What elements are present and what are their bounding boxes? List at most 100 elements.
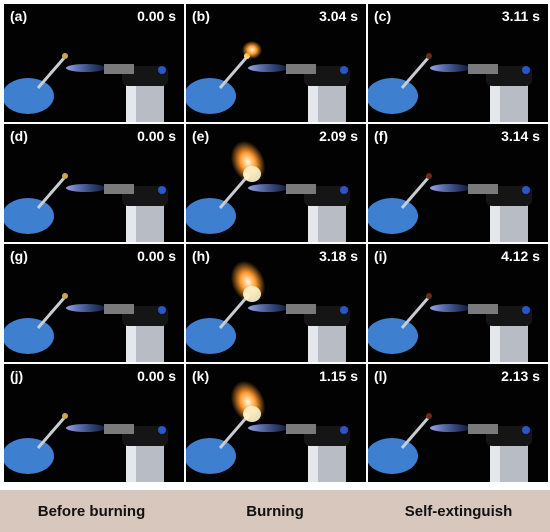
- sample: [62, 413, 68, 419]
- sample: [62, 293, 68, 299]
- torch-nozzle: [286, 64, 316, 74]
- panel-label: (d): [10, 128, 28, 144]
- scene-photo: [186, 41, 350, 122]
- panel-time: 2.13 s: [501, 368, 540, 384]
- torch-nozzle: [104, 64, 134, 74]
- blue-glove: [4, 198, 54, 234]
- scene-photo: [368, 173, 532, 242]
- torch-flame: [66, 184, 106, 192]
- scene-photo: [368, 293, 532, 362]
- torch-nozzle: [468, 64, 498, 74]
- tweezers: [400, 177, 430, 209]
- scene-photo: [4, 293, 168, 362]
- torch-flame: [248, 424, 288, 432]
- panel-g: (g) 0.00 s: [4, 244, 184, 362]
- scene-photo: [368, 53, 532, 122]
- panel-time: 0.00 s: [137, 128, 176, 144]
- footer-self-extinguish: Self-extinguish: [367, 490, 550, 532]
- panel-label: (i): [374, 248, 388, 264]
- panel-time: 3.18 s: [319, 248, 358, 264]
- tweezers: [218, 57, 248, 89]
- torch-flame: [430, 184, 470, 192]
- sample: [426, 173, 432, 179]
- torch-flame: [66, 424, 106, 432]
- torch-nozzle: [468, 424, 498, 434]
- panel-h: (h) 3.18 s: [186, 244, 366, 362]
- tweezers: [36, 417, 66, 449]
- blue-glove: [368, 198, 418, 234]
- torch-nozzle: [104, 304, 134, 314]
- panel-label: (b): [192, 8, 210, 24]
- blue-glove: [186, 438, 236, 474]
- panel-k: (k) 1.15 s: [186, 364, 366, 482]
- torch-nozzle: [104, 424, 134, 434]
- panel-i: (i) 4.12 s: [368, 244, 548, 362]
- panel-label: (c): [374, 8, 392, 24]
- panel-time: 0.00 s: [137, 368, 176, 384]
- panel-time: 4.12 s: [501, 248, 540, 264]
- panel-label: (l): [374, 368, 388, 384]
- panel-time: 1.15 s: [319, 368, 358, 384]
- panel-time: 0.00 s: [137, 248, 176, 264]
- scene-photo: [368, 413, 532, 482]
- panel-label: (k): [192, 368, 210, 384]
- panel-time: 3.04 s: [319, 8, 358, 24]
- blue-glove: [4, 78, 54, 114]
- tweezers: [400, 57, 430, 89]
- blue-glove: [368, 318, 418, 354]
- blue-glove: [4, 438, 54, 474]
- tweezers: [36, 297, 66, 329]
- scene-photo: [4, 173, 168, 242]
- panel-label: (j): [10, 368, 24, 384]
- panel-label: (g): [10, 248, 28, 264]
- sample: [426, 53, 432, 59]
- torch-flame: [248, 184, 288, 192]
- panel-d: (d) 0.00 s: [4, 124, 184, 242]
- tweezers: [400, 297, 430, 329]
- panel-l: (l) 2.13 s: [368, 364, 548, 482]
- tweezers: [400, 417, 430, 449]
- panel-time: 0.00 s: [137, 8, 176, 24]
- torch-nozzle: [286, 424, 316, 434]
- panel-c: (c) 3.11 s: [368, 4, 548, 122]
- sample-flame: [242, 41, 262, 59]
- blue-glove: [186, 78, 236, 114]
- sample: [426, 293, 432, 299]
- torch-flame: [66, 304, 106, 312]
- tweezers: [218, 417, 248, 449]
- sample: [62, 53, 68, 59]
- panel-b: (b) 3.04 s: [186, 4, 366, 122]
- tweezers: [218, 297, 248, 329]
- blue-glove: [4, 318, 54, 354]
- torch-nozzle: [468, 184, 498, 194]
- torch-flame: [248, 64, 288, 72]
- torch-flame: [430, 64, 470, 72]
- torch-nozzle: [286, 184, 316, 194]
- scene-photo: [186, 380, 350, 482]
- scene-photo: [4, 413, 168, 482]
- scene-photo: [4, 53, 168, 122]
- panel-label: (f): [374, 128, 388, 144]
- blue-glove: [368, 78, 418, 114]
- scene-photo: [186, 140, 350, 242]
- panel-time: 2.09 s: [319, 128, 358, 144]
- sample: [62, 173, 68, 179]
- scene-photo: [186, 260, 350, 362]
- tweezers: [36, 57, 66, 89]
- panel-label: (h): [192, 248, 210, 264]
- panel-a: (a) 0.00 s: [4, 4, 184, 122]
- blue-glove: [186, 198, 236, 234]
- footer-before-burning: Before burning: [0, 490, 183, 532]
- footer-burning: Burning: [183, 490, 367, 532]
- tweezers: [218, 177, 248, 209]
- tweezers: [36, 177, 66, 209]
- torch-flame: [430, 424, 470, 432]
- blue-glove: [368, 438, 418, 474]
- panel-time: 3.14 s: [501, 128, 540, 144]
- panel-label: (e): [192, 128, 210, 144]
- blue-glove: [186, 318, 236, 354]
- torch-flame: [430, 304, 470, 312]
- panel-j: (j) 0.00 s: [4, 364, 184, 482]
- torch-nozzle: [104, 184, 134, 194]
